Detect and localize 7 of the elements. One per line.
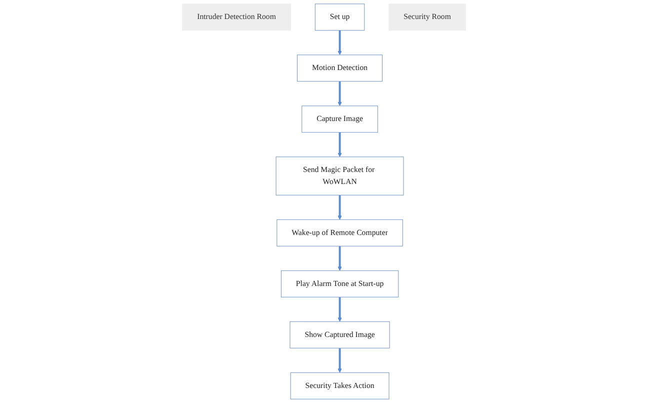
arrow [338,30,342,56]
arrow [338,348,342,373]
arrow [338,81,342,106]
arrow [338,297,342,322]
arrow [338,246,342,271]
arrow [338,132,342,158]
arrow [338,195,342,220]
